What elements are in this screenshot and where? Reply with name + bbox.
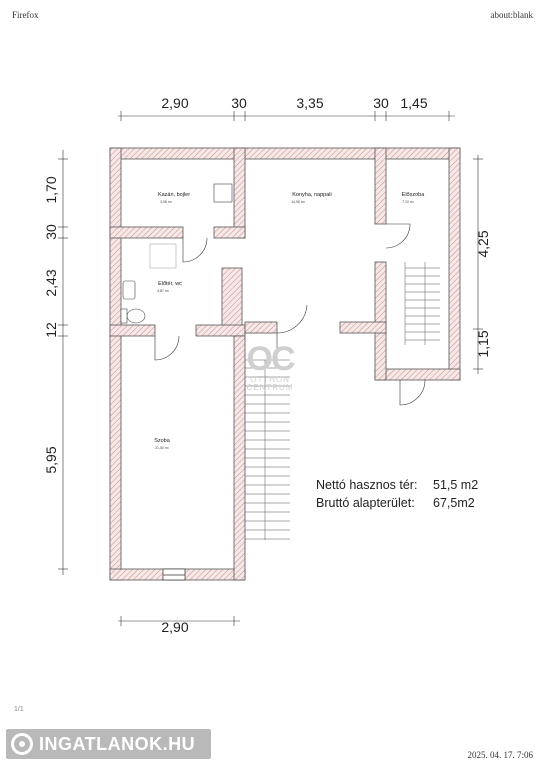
watermark-logo: OC <box>246 340 296 378</box>
brand-banner[interactable]: INGATLANOK.HU <box>6 729 211 759</box>
room-label-konyha: Konyha, nappali <box>292 192 331 198</box>
room-label-eloszoba: Előszoba <box>402 192 426 198</box>
dim-top-2: 30 <box>231 95 247 111</box>
room-area-eloszoba: 7,10 m² <box>402 200 415 204</box>
gross-area-value: 67,5m2 <box>433 496 475 510</box>
net-area-label: Nettó hasznos tér: <box>316 478 418 492</box>
dim-right-1: 4,25 <box>475 230 491 257</box>
toilet-icon <box>126 308 146 324</box>
dim-top-3: 3,35 <box>296 95 323 111</box>
watermark-line-1: OTTHON <box>250 375 290 384</box>
dim-left-3: 2,43 <box>43 269 59 296</box>
net-area-value: 51,5 m2 <box>433 478 479 492</box>
dim-left-2: 30 <box>43 224 59 240</box>
room-area-eloter: 4,87 m² <box>157 289 170 293</box>
dim-right-2: 1,15 <box>475 330 491 357</box>
room-label-eloter: Előtér, wc <box>158 281 182 287</box>
dim-left-4: 12 <box>43 322 59 338</box>
browser-url: about:blank <box>490 10 534 20</box>
dim-top-1: 2,90 <box>161 95 188 111</box>
page-number: 1/1 <box>14 706 24 713</box>
dim-top-4: 30 <box>373 95 389 111</box>
room-area-kazan: 3,08 m² <box>160 200 173 204</box>
watermark: OC OTTHON CENTRUM <box>240 342 300 392</box>
walls <box>109 147 461 581</box>
brand-logo-icon <box>11 733 33 755</box>
dim-bottom-1: 2,90 <box>161 619 188 635</box>
room-area-szoba: 21,50 m² <box>155 446 170 450</box>
watermark-line-2: CENTRUM <box>246 383 294 392</box>
net-area-row: Nettó hasznos tér: 51,5 m2 <box>316 478 478 492</box>
room-label-kazan: Kazán, bojler <box>158 192 190 198</box>
gross-area-row: Bruttó alapterület: 67,5m2 <box>316 496 475 510</box>
window <box>162 568 186 581</box>
dim-left-5: 5,95 <box>43 446 59 473</box>
doors <box>154 223 426 406</box>
dim-top-5: 1,45 <box>400 95 427 111</box>
gross-area-label: Bruttó alapterület: <box>316 496 415 510</box>
boiler-icon <box>213 183 233 203</box>
brand-name: INGATLANOK.HU <box>39 733 196 754</box>
room-label-szoba: Szoba <box>154 438 171 444</box>
fixtures <box>120 183 233 324</box>
stairs <box>245 262 440 540</box>
dimension-lines <box>58 111 483 626</box>
browser-app-name: Firefox <box>12 10 39 20</box>
print-datetime: 2025. 04. 17. 7:06 <box>467 750 533 760</box>
sink-icon <box>122 280 136 300</box>
room-area-konyha: 14,96 m² <box>291 200 306 204</box>
dim-left-1: 1,70 <box>43 176 59 203</box>
